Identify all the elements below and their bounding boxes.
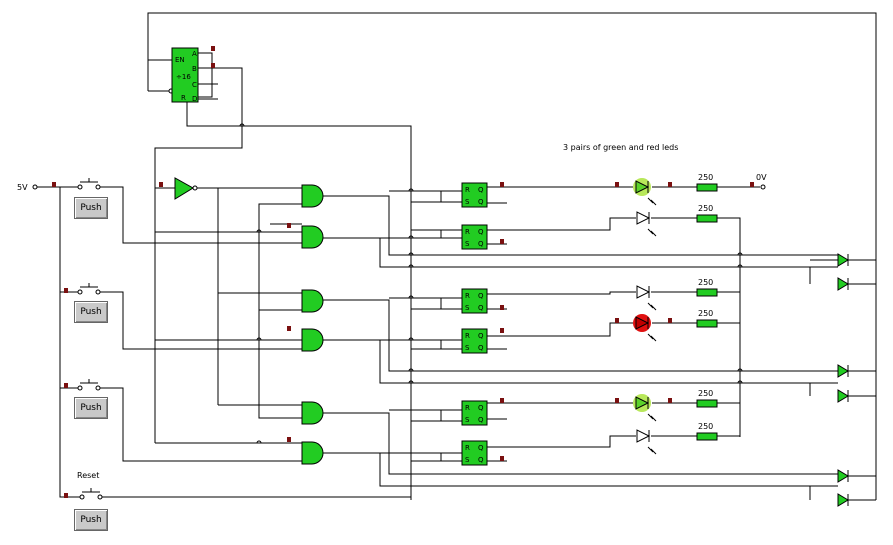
- svg-text:S: S: [465, 240, 470, 248]
- svg-text:S: S: [465, 456, 470, 464]
- svg-text:Q: Q: [478, 198, 484, 206]
- counter-b-label: B: [192, 65, 197, 73]
- svg-text:Q: Q: [478, 404, 484, 412]
- terminal-0v: [760, 184, 766, 190]
- svg-text:R: R: [465, 444, 470, 452]
- and-gate: [301, 184, 324, 208]
- push-button[interactable]: Push: [74, 301, 108, 323]
- latch: RS QQ: [461, 328, 488, 354]
- wire-hops: [239, 123, 743, 444]
- and-gate: [301, 328, 324, 352]
- resistor-value: 250: [698, 278, 713, 287]
- counter-d-label: D: [192, 95, 197, 103]
- svg-text:Q: Q: [478, 416, 484, 424]
- svg-text:Q: Q: [478, 292, 484, 300]
- svg-text:R: R: [465, 404, 470, 412]
- not-gate: [174, 177, 198, 200]
- probes: [52, 46, 754, 498]
- svg-text:R: R: [465, 186, 470, 194]
- ground-label: 0V: [756, 173, 767, 182]
- resistor-value: 250: [698, 204, 713, 213]
- resistors: 250 250 250 250 250 250: [696, 173, 718, 441]
- push-button[interactable]: Push: [74, 197, 108, 219]
- latch: RS QQ: [461, 224, 488, 250]
- resistor-value: 250: [698, 422, 713, 431]
- supply-label: 5V: [17, 183, 28, 192]
- svg-text:R: R: [465, 228, 470, 236]
- svg-text:Q: Q: [478, 444, 484, 452]
- reset-push-button[interactable]: Push: [74, 509, 108, 531]
- svg-text:Q: Q: [478, 186, 484, 194]
- counter-chip: EN ÷16 R A B C D: [171, 47, 199, 103]
- terminals: [32, 88, 766, 190]
- latch: RS QQ: [461, 440, 488, 466]
- latch: RS QQ: [461, 288, 488, 314]
- and-gate: [301, 441, 324, 465]
- svg-text:R: R: [465, 332, 470, 340]
- and-gate: [301, 225, 324, 249]
- svg-text:S: S: [465, 344, 470, 352]
- svg-text:S: S: [465, 198, 470, 206]
- counter-r-label: R: [181, 94, 186, 102]
- rs-latches: RS QQ RS QQ RS QQ RS QQ RS QQ RS QQ: [461, 182, 488, 466]
- diodes: [837, 253, 849, 507]
- counter-div-label: ÷16: [176, 73, 191, 81]
- svg-text:Q: Q: [478, 344, 484, 352]
- push-switches: [77, 178, 103, 500]
- title-label: 3 pairs of green and red leds: [563, 143, 678, 152]
- wires: [37, 12, 877, 501]
- resistor-value: 250: [698, 173, 713, 182]
- svg-text:Q: Q: [478, 228, 484, 236]
- and-gate: [301, 401, 324, 425]
- push-button[interactable]: Push: [74, 397, 108, 419]
- svg-text:R: R: [465, 292, 470, 300]
- svg-text:Q: Q: [478, 332, 484, 340]
- and-gates: [301, 184, 324, 465]
- svg-text:Q: Q: [478, 240, 484, 248]
- counter-a-label: A: [192, 50, 197, 58]
- svg-text:Q: Q: [478, 456, 484, 464]
- terminal-5v: [32, 184, 38, 190]
- reset-label: Reset: [77, 471, 99, 480]
- resistor-value: 250: [698, 309, 713, 318]
- counter-en-label: EN: [175, 56, 185, 64]
- leds: [633, 178, 657, 455]
- svg-text:Q: Q: [478, 304, 484, 312]
- counter-c-label: C: [192, 81, 197, 89]
- resistor-value: 250: [698, 389, 713, 398]
- latch: RS QQ: [461, 400, 488, 426]
- and-gate: [301, 289, 324, 313]
- svg-text:S: S: [465, 416, 470, 424]
- latch: RS QQ: [461, 182, 488, 208]
- svg-text:S: S: [465, 304, 470, 312]
